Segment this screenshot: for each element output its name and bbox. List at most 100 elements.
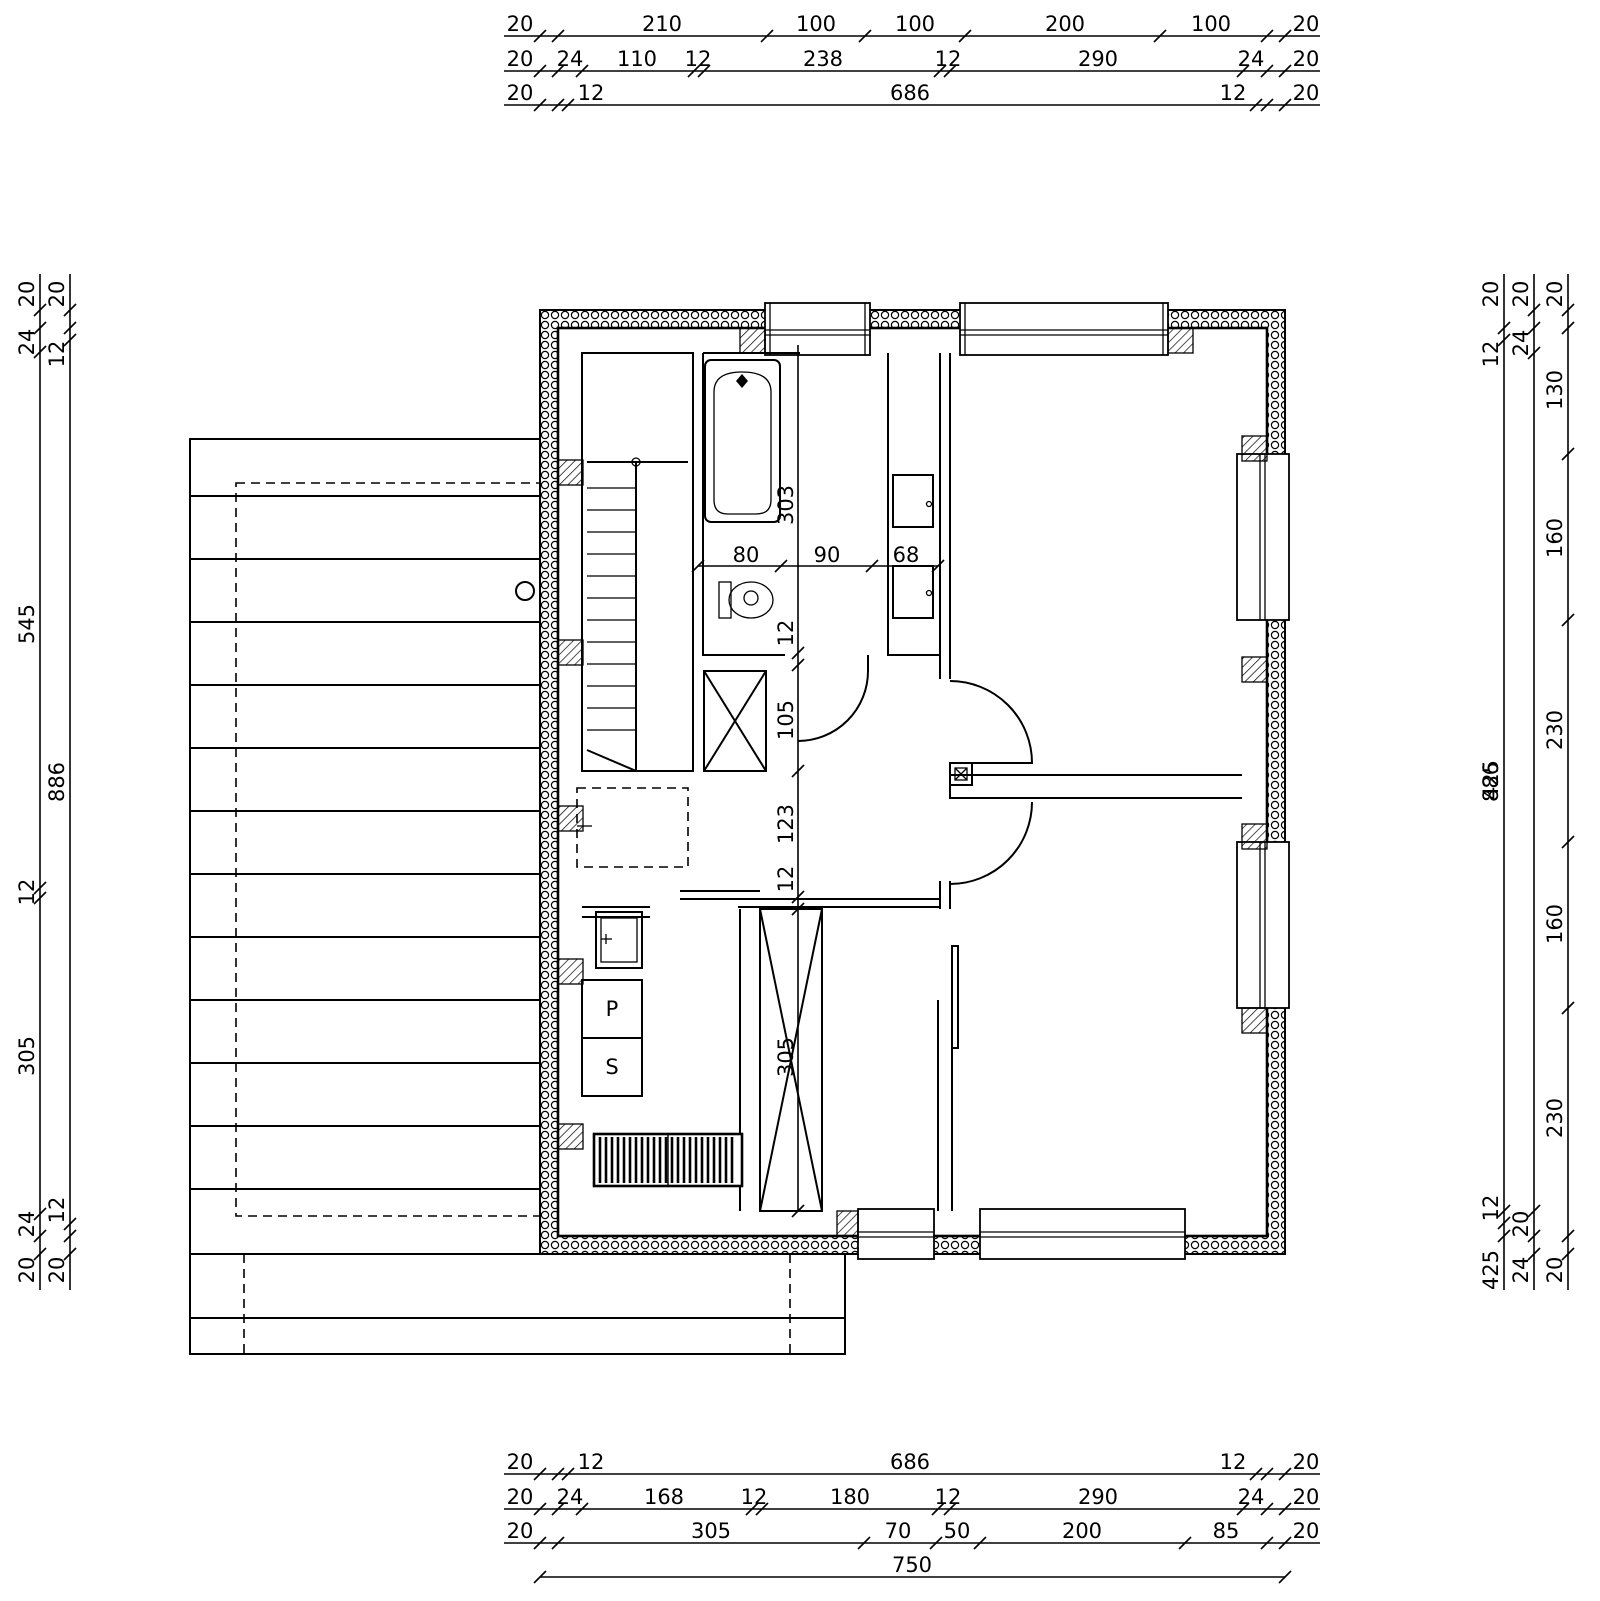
dim-label: 545 xyxy=(15,604,39,644)
dim-label: 110 xyxy=(617,47,657,71)
dim-label: 20 xyxy=(1543,1257,1567,1284)
dim-tick xyxy=(1260,1467,1274,1481)
radiator-icon xyxy=(592,1132,744,1188)
interior-dimensions: 80 90 68 303 12 105 123 12 305 xyxy=(691,345,945,1218)
dim-tick xyxy=(33,891,47,905)
door-bathroom xyxy=(797,660,869,742)
dim-tick xyxy=(791,890,805,904)
dim-label: 20 xyxy=(1293,1485,1320,1509)
dim-tick xyxy=(1249,1467,1263,1481)
washer: P xyxy=(581,979,643,1039)
door-bedroom-1 xyxy=(949,680,1034,764)
dashed-storage xyxy=(576,787,689,868)
dim-tick xyxy=(33,881,47,895)
dim-tick xyxy=(63,1247,77,1261)
dim-tick xyxy=(697,64,711,78)
dim-tick xyxy=(973,1536,987,1550)
dim-tick xyxy=(1278,64,1292,78)
dim-tick xyxy=(1561,835,1575,849)
washer-label: P xyxy=(606,997,619,1021)
toilet-icon xyxy=(718,581,774,619)
dim-label: 305 xyxy=(15,1036,39,1076)
dim-tick xyxy=(1278,1467,1292,1481)
dim-tick xyxy=(774,559,788,573)
interior-walls xyxy=(581,352,1242,1211)
drain-icon xyxy=(515,581,535,601)
window-top-1 xyxy=(764,302,871,356)
dim-tick xyxy=(63,321,77,335)
dim-label: 20 xyxy=(1293,1519,1320,1543)
dim-tick xyxy=(551,98,565,112)
dim-tick xyxy=(1561,1229,1575,1243)
dim-label: 24 xyxy=(15,329,39,356)
window-top-2 xyxy=(959,302,1169,356)
dim-tick xyxy=(551,1467,565,1481)
dim-label: 100 xyxy=(1191,12,1231,36)
dim-label: 20 xyxy=(45,281,69,308)
dim-closet-w: 68 xyxy=(893,543,920,567)
dim-tick xyxy=(1561,1247,1575,1261)
dim-label: 85 xyxy=(1213,1519,1240,1543)
dim-label: 100 xyxy=(895,12,935,36)
dim-tick xyxy=(1260,64,1274,78)
dim-tick xyxy=(791,1204,805,1218)
dim-tick xyxy=(63,1217,77,1231)
dim-label: 24 xyxy=(557,47,584,71)
dim-tick xyxy=(63,1229,77,1243)
dim-wall1: 12 xyxy=(774,620,798,647)
exterior-walls xyxy=(539,309,1286,1255)
dim-label: 12 xyxy=(1479,341,1503,368)
dim-label: 24 xyxy=(15,1211,39,1238)
dim-tick xyxy=(931,559,945,573)
dim-tick xyxy=(857,1536,871,1550)
dim-tick xyxy=(687,64,701,78)
dim-tick xyxy=(575,1502,589,1516)
dim-tick xyxy=(958,29,972,43)
dim-hall-w: 90 xyxy=(814,543,841,567)
dim-label: 12 xyxy=(15,879,39,906)
dim-label: 20 xyxy=(45,1257,69,1284)
dim-label: 12 xyxy=(45,1197,69,1224)
dim-tick xyxy=(691,559,705,573)
sliding-door xyxy=(951,945,959,1049)
dim-label: 20 xyxy=(1293,12,1320,36)
dim-tick xyxy=(1278,29,1292,43)
dim-tick xyxy=(33,321,47,335)
dim-label: 686 xyxy=(890,81,930,105)
dim-label: 160 xyxy=(1543,518,1567,558)
dim-tick xyxy=(745,1502,759,1516)
dim-tick xyxy=(1153,29,1167,43)
dim-tick xyxy=(1527,1247,1541,1261)
dim-tick xyxy=(533,1502,547,1516)
dim-label: 24 xyxy=(557,1485,584,1509)
dim-tick xyxy=(1561,447,1575,461)
dim-tick xyxy=(929,1536,943,1550)
dim-label: 20 xyxy=(1293,1450,1320,1474)
dim-door-h: 105 xyxy=(774,700,798,740)
dim-tick xyxy=(755,1502,769,1516)
dim-tick xyxy=(791,902,805,916)
dim-tick xyxy=(791,646,805,660)
dim-tick xyxy=(1260,98,1274,112)
dim-label: 12 xyxy=(578,81,605,105)
dim-tick xyxy=(1497,1204,1511,1218)
dim-tick xyxy=(1497,1229,1511,1243)
dim-label: 20 xyxy=(507,81,534,105)
dim-tick xyxy=(1278,1536,1292,1550)
door-bedroom-2 xyxy=(949,801,1033,885)
dim-label: 50 xyxy=(944,1519,971,1543)
dim-tick xyxy=(931,1502,945,1516)
dim-tick xyxy=(760,29,774,43)
dim-label: 290 xyxy=(1078,47,1118,71)
dim-label: 210 xyxy=(642,12,682,36)
dim-tick xyxy=(943,64,957,78)
dim-label: 20 xyxy=(507,47,534,71)
dim-label: 20 xyxy=(1293,47,1320,71)
dim-tick xyxy=(1527,303,1541,317)
dim-tick xyxy=(1278,1570,1292,1584)
dim-label: 70 xyxy=(885,1519,912,1543)
dim-tick xyxy=(33,1229,47,1243)
dim-tick xyxy=(1527,1229,1541,1243)
dim-tick xyxy=(33,1207,47,1221)
